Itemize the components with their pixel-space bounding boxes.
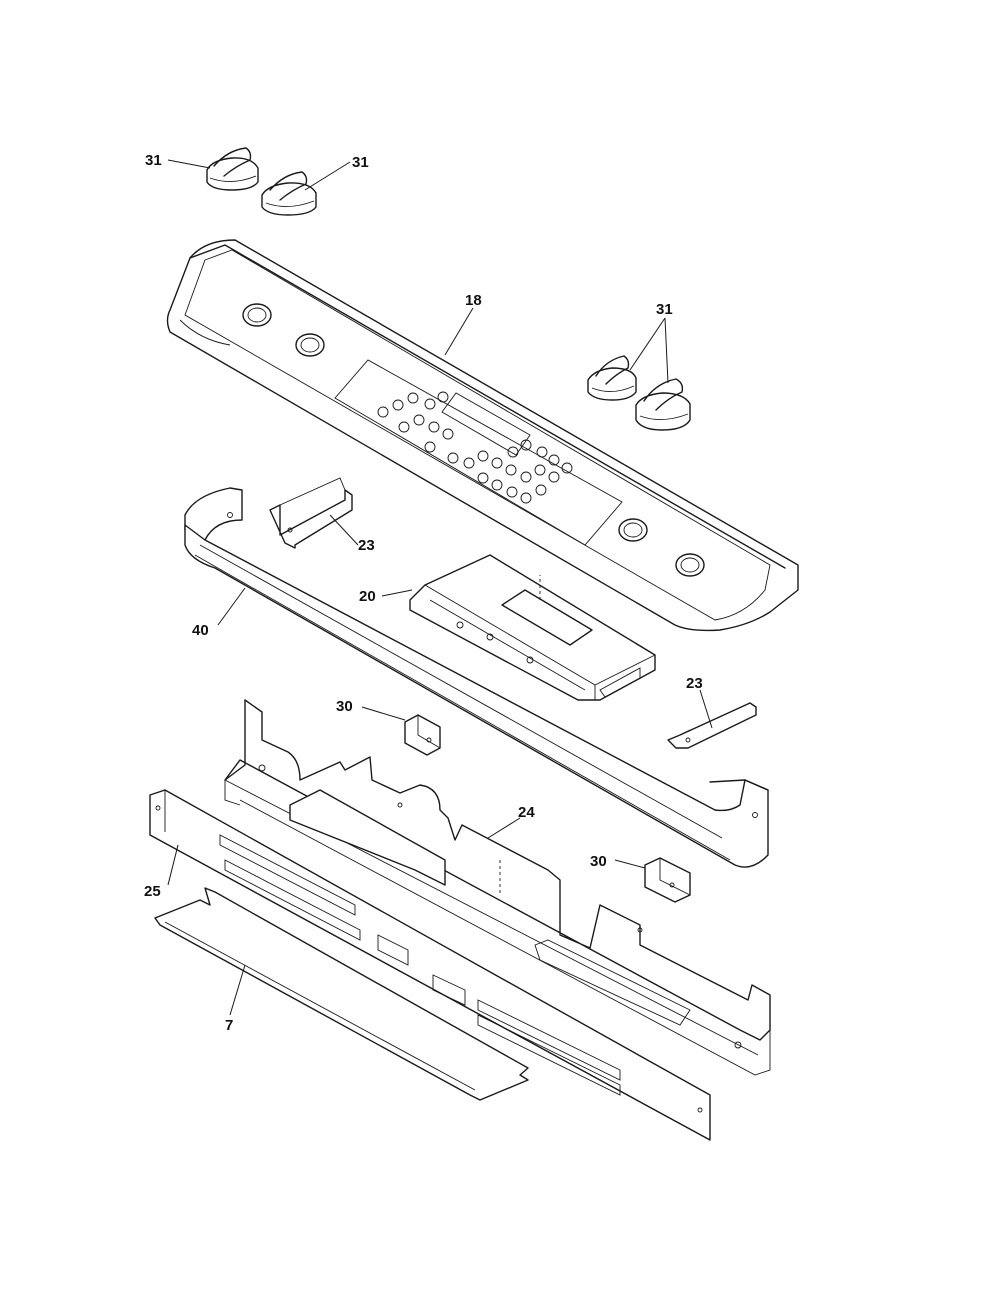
callout-31-a: 31 bbox=[145, 152, 162, 169]
knob-31-right-1 bbox=[587, 355, 637, 401]
vent-panel-25 bbox=[149, 789, 711, 1141]
support-bracket-24 bbox=[224, 699, 771, 1076]
trim-piece-40 bbox=[184, 487, 769, 868]
callout-30-a: 30 bbox=[336, 698, 353, 715]
clip-30-upper bbox=[404, 714, 441, 756]
callout-18: 18 bbox=[465, 292, 482, 309]
clip-30-lower bbox=[644, 857, 691, 903]
callout-30-b: 30 bbox=[590, 853, 607, 870]
callout-40: 40 bbox=[192, 622, 209, 639]
callout-31-c: 31 bbox=[656, 301, 673, 318]
callout-7: 7 bbox=[225, 1017, 233, 1034]
callout-labels: 31 31 18 31 23 20 40 23 30 24 30 25 7 bbox=[144, 152, 703, 1034]
leader-lines bbox=[167, 159, 713, 1016]
baffle-7 bbox=[154, 887, 529, 1101]
knob-31-left-1 bbox=[206, 147, 259, 191]
callout-23-a: 23 bbox=[358, 537, 375, 554]
bracket-23-lower bbox=[667, 702, 757, 749]
callout-31-b: 31 bbox=[352, 154, 369, 171]
callout-20: 20 bbox=[359, 588, 376, 605]
keypad-buttons bbox=[377, 391, 573, 504]
control-panel-18 bbox=[166, 239, 799, 632]
knob-31-left-2 bbox=[261, 171, 317, 216]
callout-25: 25 bbox=[144, 883, 161, 900]
callout-24: 24 bbox=[518, 804, 535, 821]
callout-23-b: 23 bbox=[686, 675, 703, 692]
knob-31-right-2 bbox=[635, 378, 691, 431]
bracket-23-upper bbox=[269, 477, 353, 549]
control-board-20 bbox=[409, 554, 656, 701]
